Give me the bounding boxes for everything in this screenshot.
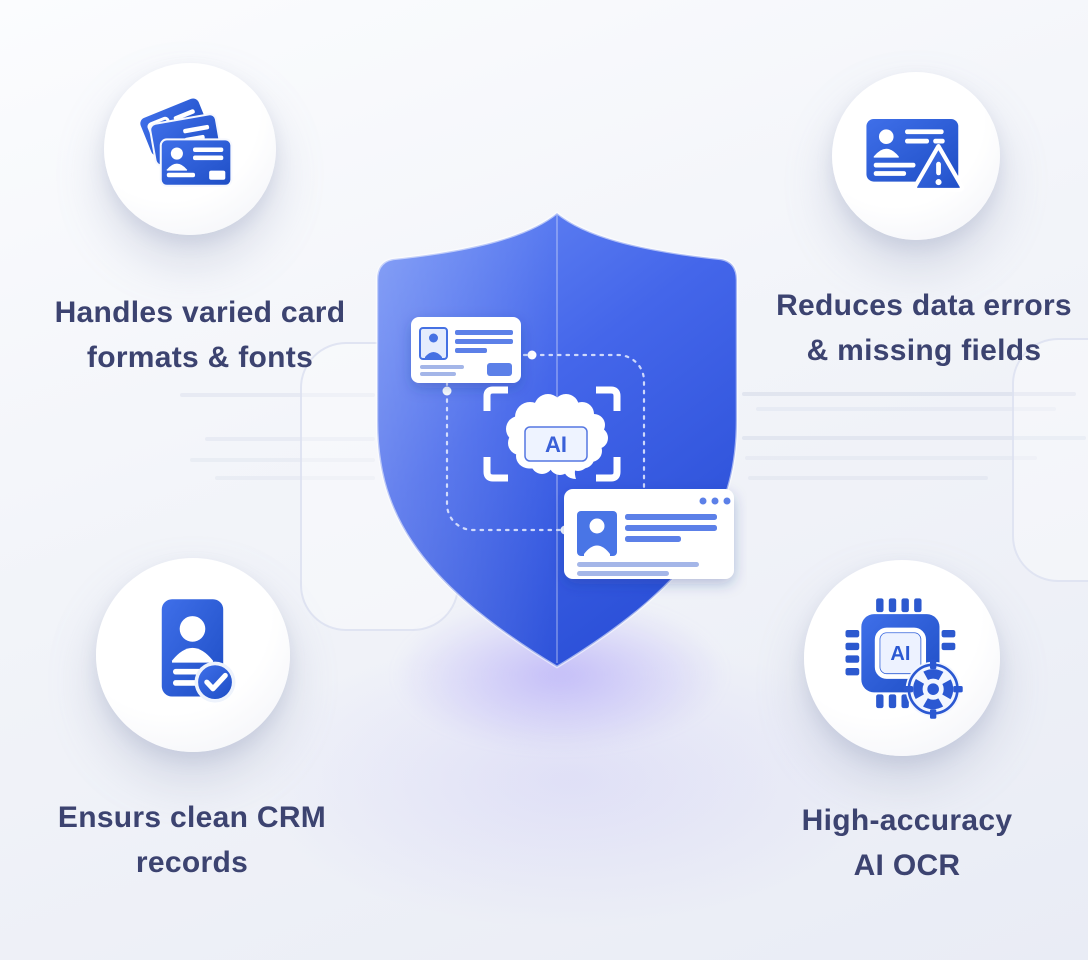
feature-label-line: Handles varied card (54, 296, 346, 329)
id-card-check-icon (161, 599, 236, 703)
warning-triangle-icon (912, 144, 965, 192)
background-line (748, 476, 988, 480)
background-line (205, 437, 375, 441)
feature-label-line: Ensurs clean CRM (57, 801, 327, 834)
feature-label-line: & missing fields (806, 334, 1042, 367)
feature-circle-bottom-right: AI (804, 560, 1000, 756)
feature-label-line: AI OCR (853, 849, 961, 882)
ai-brain-scan-frame-icon: AI (483, 386, 621, 482)
check-badge-icon (194, 661, 236, 703)
background-line (190, 458, 375, 462)
shield-icon: AI (375, 211, 739, 669)
flow-node-dot (442, 386, 452, 396)
feature-label-line: High-accuracy (801, 804, 1013, 837)
chip-pins (845, 598, 956, 709)
background-line (756, 407, 1056, 411)
ai-chip-label: AI (890, 643, 910, 665)
feature-label-line: Reduces data errors (776, 289, 1072, 322)
feature-circle-bottom-left (96, 558, 290, 752)
background-line (745, 456, 1037, 460)
stacked-business-cards-icon (140, 98, 233, 187)
feature-circle-top-right (832, 72, 1000, 240)
feature-label-bottom-left: Ensurs clean CRM records (20, 795, 364, 885)
flow-node-dot (527, 350, 537, 360)
feature-label-line: records (135, 846, 249, 879)
background-line (742, 436, 1086, 440)
feature-label-top-left: Handles varied card formats & fonts (18, 290, 382, 380)
dashed-flow-path (445, 353, 646, 532)
contact-window-icon (564, 489, 734, 579)
feature-label-bottom-right: High-accuracy AI OCR (755, 798, 1059, 888)
background-wash (250, 630, 890, 930)
feature-label-line: formats & fonts (86, 341, 314, 374)
ai-chip-target-icon: AI (845, 598, 963, 719)
business-card-icon (411, 317, 521, 383)
feature-circle-top-left (104, 63, 276, 235)
card-warning-icon (866, 118, 965, 192)
target-icon (903, 659, 963, 719)
feature-label-top-right: Reduces data errors & missing fields (758, 283, 1088, 373)
background-line (215, 476, 375, 480)
ai-brain-label: AI (545, 432, 567, 457)
background-line (742, 392, 1076, 396)
decorative-rounded-outline (1012, 338, 1088, 582)
background-line (180, 393, 375, 397)
